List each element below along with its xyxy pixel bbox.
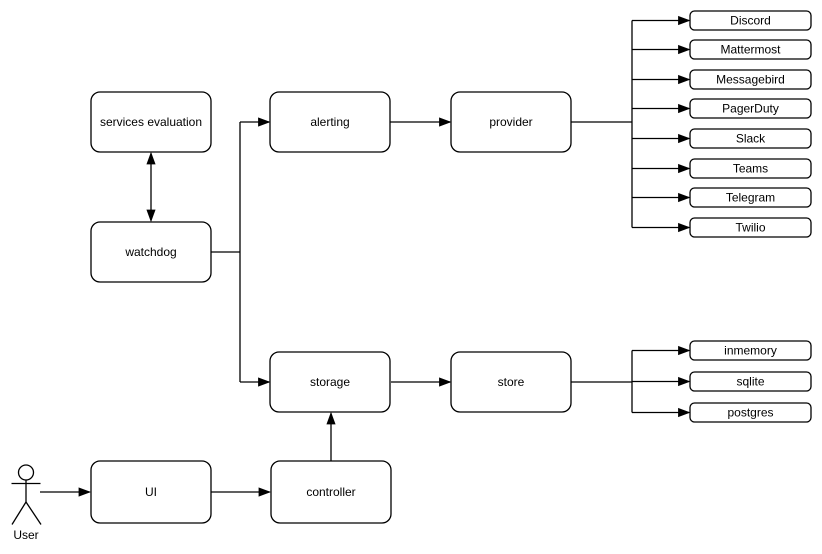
leaf-mattermost: Mattermost (689, 39, 812, 60)
leaf-box (689, 128, 812, 149)
leaf-label: Teams (733, 162, 768, 176)
leaf-box (689, 158, 812, 179)
leaf-sqlite: sqlite (689, 371, 812, 392)
node-box (270, 460, 392, 524)
node-box (450, 351, 572, 413)
leaf-label: inmemory (724, 344, 777, 358)
leaf-label: Mattermost (720, 43, 781, 57)
leaf-label: sqlite (736, 375, 764, 389)
node-provider: provider (450, 91, 572, 153)
diagram-edges (40, 21, 689, 493)
provider-leaf-nodes: Discord Mattermost Messagebird PagerDuty… (689, 10, 812, 238)
leaf-box (689, 10, 812, 31)
node-label: alerting (310, 115, 349, 129)
node-alerting: alerting (269, 91, 391, 153)
node-box (450, 91, 572, 153)
leaf-label: PagerDuty (722, 102, 779, 116)
diagram-nodes: services evaluation watchdog alerting pr… (90, 91, 572, 524)
leaf-postgres: postgres (689, 402, 812, 423)
node-label: controller (306, 485, 355, 499)
leaf-box (689, 402, 812, 423)
leaf-teams: Teams (689, 158, 812, 179)
node-label: services evaluation (100, 115, 202, 129)
node-box (90, 460, 212, 524)
leaf-box (689, 340, 812, 361)
leaf-pagerduty: PagerDuty (689, 98, 812, 119)
leaf-box (689, 98, 812, 119)
node-storage: storage (269, 351, 391, 413)
leaf-twilio: Twilio (689, 217, 812, 238)
node-label: UI (145, 485, 157, 499)
leaf-messagebird: Messagebird (689, 69, 812, 90)
node-watchdog: watchdog (90, 221, 212, 283)
node-box (90, 91, 212, 153)
node-label: watchdog (124, 245, 176, 259)
node-box (269, 91, 391, 153)
leaf-box (689, 69, 812, 90)
actor-head-icon (17, 464, 35, 481)
node-controller: controller (270, 460, 392, 524)
actor-label: User (13, 528, 38, 542)
leaf-discord: Discord (689, 10, 812, 31)
node-label: storage (310, 375, 350, 389)
leaf-inmemory: inmemory (689, 340, 812, 361)
leaf-box (689, 187, 812, 208)
node-box (90, 221, 212, 283)
actor-leg-right-icon (25, 501, 42, 525)
leaf-label: postgres (727, 406, 773, 420)
leaf-box (689, 217, 812, 238)
store-leaf-nodes: inmemory sqlite postgres (689, 340, 812, 423)
leaf-label: Twilio (735, 221, 765, 235)
node-store: store (450, 351, 572, 413)
node-services-evaluation: services evaluation (90, 91, 212, 153)
leaf-label: Telegram (726, 191, 775, 205)
node-label: store (498, 375, 525, 389)
node-box (269, 351, 391, 413)
user-actor: User (11, 464, 42, 542)
leaf-box (689, 39, 812, 60)
node-ui: UI (90, 460, 212, 524)
leaf-label: Discord (730, 14, 771, 28)
leaf-label: Slack (736, 132, 766, 146)
leaf-telegram: Telegram (689, 187, 812, 208)
leaf-label: Messagebird (716, 73, 785, 87)
leaf-slack: Slack (689, 128, 812, 149)
actor-leg-left-icon (11, 501, 27, 525)
node-label: provider (489, 115, 532, 129)
leaf-box (689, 371, 812, 392)
